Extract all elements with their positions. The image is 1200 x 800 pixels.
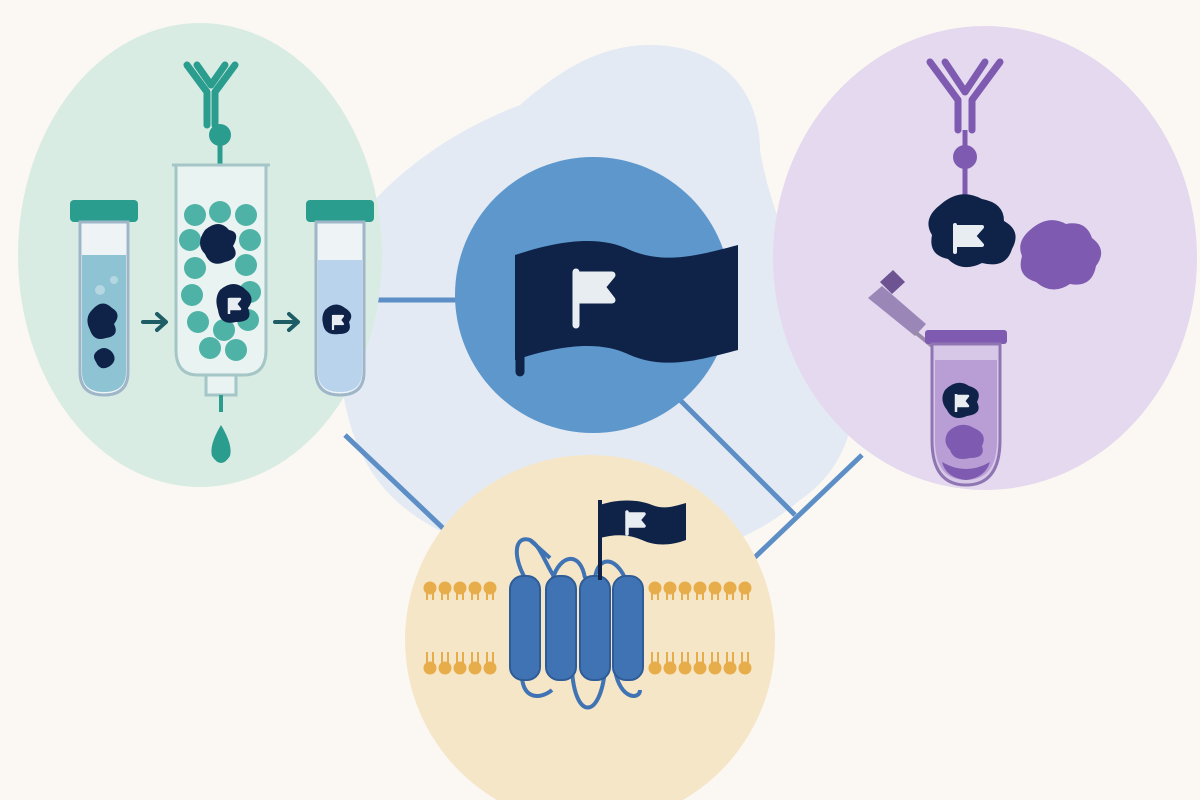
transmembrane-protein-icon xyxy=(509,537,644,710)
lipid-head xyxy=(678,661,692,675)
lipid-bilayer xyxy=(423,581,752,675)
lipid-head xyxy=(453,661,467,675)
lipid-head xyxy=(738,661,752,675)
lipid-head xyxy=(648,661,662,675)
lipid-head xyxy=(453,581,467,595)
lipid-head xyxy=(438,581,452,595)
linker-bead-icon xyxy=(209,124,231,146)
lipid-head xyxy=(708,581,722,595)
precipitate-tube-icon xyxy=(925,330,1007,487)
droplet-icon xyxy=(211,425,231,463)
connector-right-bottom xyxy=(750,453,864,562)
membrane-protein-panel xyxy=(405,455,775,800)
lipid-head xyxy=(678,581,692,595)
lipid-head xyxy=(693,661,707,675)
connector-center-bottom xyxy=(678,398,797,517)
lipid-head xyxy=(663,581,677,595)
flag-tag-icon xyxy=(515,240,738,363)
lipid-head xyxy=(723,661,737,675)
affinity-column-icon xyxy=(172,163,270,463)
lipid-head xyxy=(468,581,482,595)
flag-emblem-icon xyxy=(572,268,616,329)
flow-arrow-icon xyxy=(141,312,168,332)
lipid-head xyxy=(663,661,677,675)
lipid-head xyxy=(423,581,437,595)
lipid-head xyxy=(468,661,482,675)
lipid-head xyxy=(738,581,752,595)
linker-bead-icon xyxy=(953,145,977,169)
lipid-head xyxy=(723,581,737,595)
unbound-protein-icon xyxy=(1020,220,1102,290)
connector-left-bottom xyxy=(343,433,447,532)
antibody-icon xyxy=(926,58,1004,134)
immunoprecipitation-panel xyxy=(773,26,1197,490)
lipid-head xyxy=(648,581,662,595)
bound-protein-icon xyxy=(200,224,237,264)
antibody-icon xyxy=(183,61,239,129)
lipid-head xyxy=(483,661,497,675)
flow-arrow-icon xyxy=(273,312,300,332)
eluate-tube-icon xyxy=(306,200,374,397)
lipid-head xyxy=(708,661,722,675)
affinity-purification-panel xyxy=(18,23,382,487)
lipid-head xyxy=(438,661,452,675)
lipid-head xyxy=(483,581,497,595)
tag-flag-panel xyxy=(455,157,738,433)
lipid-head xyxy=(423,661,437,675)
lipid-head xyxy=(693,581,707,595)
sample-tube-icon xyxy=(70,200,138,397)
